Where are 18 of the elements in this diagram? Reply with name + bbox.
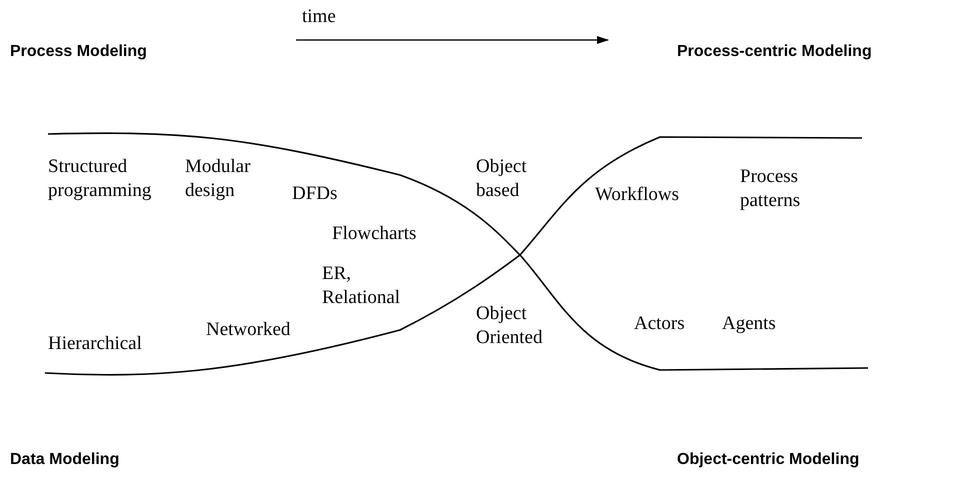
era-label: Agents — [722, 312, 776, 336]
corner-heading: Data Modeling — [10, 450, 120, 470]
corner-heading: Process-centric Modeling — [677, 42, 872, 62]
era-label: Process patterns — [740, 165, 802, 212]
era-label: Flowcharts — [332, 222, 416, 246]
era-label: Object Oriented — [476, 302, 544, 350]
corner-heading: Process Modeling — [10, 42, 147, 62]
era-label: Modular design — [185, 155, 252, 202]
axis-label: time — [302, 5, 336, 29]
era-label: Actors — [634, 312, 685, 336]
era-label: Workflows — [595, 183, 679, 207]
corner-heading: Object-centric Modeling — [677, 450, 860, 470]
era-label: ER, Relational — [322, 262, 402, 310]
era-label: Hierarchical — [48, 332, 142, 356]
era-label: Structured programming — [48, 155, 152, 202]
era-label: Object based — [476, 155, 528, 202]
era-label: DFDs — [292, 182, 338, 206]
era-label: Networked — [206, 318, 290, 342]
